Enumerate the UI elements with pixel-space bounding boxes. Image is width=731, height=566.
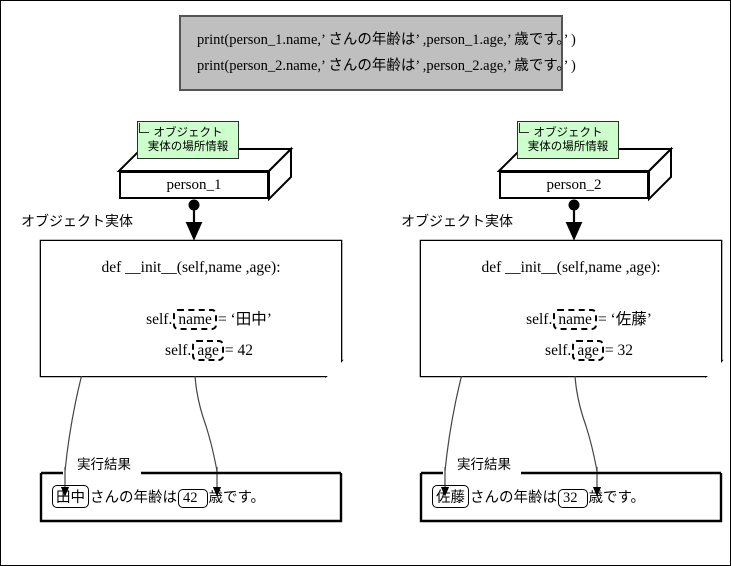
result-age-pill-right: 32	[558, 489, 588, 508]
note-line-2: 実体の場所情報	[147, 139, 229, 153]
result-tail-text-left: 歳です。	[208, 490, 266, 506]
object-entity-label-left: オブジェクト実体	[21, 214, 133, 230]
result-name-pill-left: 田中	[52, 485, 89, 508]
result-frame-left	[39, 471, 343, 523]
note-line-1: オブジェクト	[153, 125, 223, 139]
result-legend-right: 実行結果	[451, 453, 517, 473]
object-note-right: オブジェクト 実体の場所情報	[517, 121, 619, 159]
attr-age-value: = 32	[604, 342, 633, 359]
class-body-left: def __init__(self,name ,age): self.name=…	[41, 241, 341, 376]
result-tail-text-right: 歳です。	[588, 490, 646, 506]
note-fold-icon	[139, 123, 149, 133]
attr-age-key: age	[192, 340, 224, 361]
object-entity-label-right: オブジェクト実体	[401, 214, 513, 230]
result-mid-text-left: さんの年齢は	[90, 490, 177, 506]
attr-age-prefix: self.	[545, 342, 572, 359]
attr-name-key: name	[173, 309, 217, 330]
instance-box-person-1: person_1	[119, 171, 269, 199]
result-legend-left: 実行結果	[71, 453, 137, 473]
instance-label: person_2	[546, 176, 602, 193]
attr-name-value: = ‘田中’	[217, 311, 272, 328]
code-line-2: print(person_2.name,’ さんの年齢は’ ,person_2.…	[197, 58, 576, 74]
object-note-left: オブジェクト 実体の場所情報	[137, 121, 239, 159]
attr-row-age-right: self.age= 32	[421, 340, 721, 361]
attr-name-prefix: self.	[146, 311, 173, 328]
attr-name-key: name	[553, 309, 597, 330]
result-age-pill-left: 42	[178, 489, 208, 508]
note-line-2: 実体の場所情報	[527, 139, 609, 153]
result-name-pill-right: 佐藤	[432, 485, 469, 508]
note-line-1: オブジェクト	[533, 125, 603, 139]
note-fold-icon	[519, 123, 529, 133]
instance-to-body-arrow-right	[565, 199, 583, 241]
attr-row-name-left: self.name= ‘田中’	[41, 307, 341, 330]
instance-label: person_1	[166, 176, 222, 193]
instance-box-person-2: person_2	[499, 171, 649, 199]
attr-age-prefix: self.	[165, 342, 192, 359]
attr-row-name-right: self.name= ‘佐藤’	[421, 307, 721, 330]
attr-age-key: age	[572, 340, 604, 361]
code-banner: print(person_1.name,’ さんの年齢は’ ,person_1.…	[179, 15, 576, 91]
attr-name-value: = ‘佐藤’	[597, 311, 652, 328]
class-body-right: def __init__(self,name ,age): self.name=…	[421, 241, 721, 376]
result-mid-text-right: さんの年齢は	[470, 490, 557, 506]
attr-row-age-left: self.age= 42	[41, 340, 341, 361]
instance-to-body-arrow-left	[185, 199, 203, 241]
code-line-1: print(person_1.name,’ さんの年齢は’ ,person_1.…	[197, 32, 576, 48]
result-frame-right	[419, 471, 723, 523]
attr-age-value: = 42	[224, 342, 253, 359]
init-signature-right: def __init__(self,name ,age):	[481, 259, 661, 276]
init-signature-left: def __init__(self,name ,age):	[101, 259, 281, 276]
attr-name-prefix: self.	[526, 311, 553, 328]
